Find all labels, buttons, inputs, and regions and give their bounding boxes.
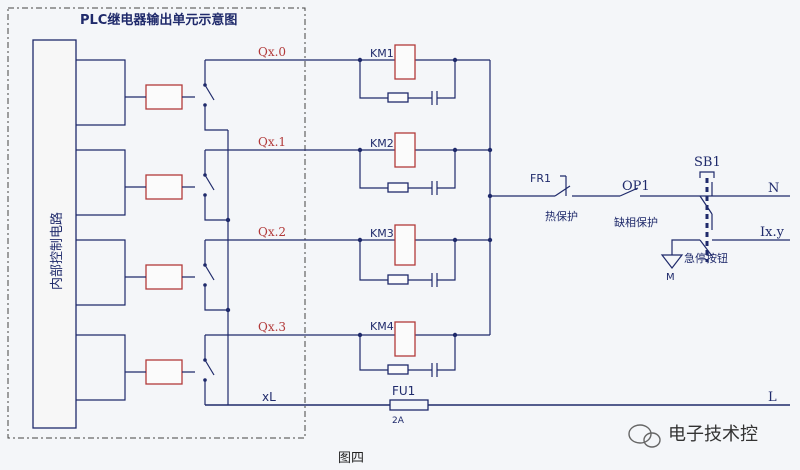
terminal-label-2: Qx.2 (258, 225, 286, 239)
common-terminal-label: xL (262, 390, 276, 404)
phase-loss-name: OP1 (622, 179, 650, 194)
thermal-label: 热保护 (545, 209, 578, 223)
contactor-label-km3: KM3 (370, 227, 394, 240)
line-n-label: N (768, 181, 779, 196)
line-l-label: L (768, 390, 777, 405)
terminal-label-1: Qx.1 (258, 135, 286, 149)
phase-loss-label: 缺相保护 (614, 215, 658, 229)
watermark-logo (628, 424, 661, 448)
fuse-name: FU1 (392, 384, 415, 398)
contactor-km4 (357, 321, 490, 377)
internal-circuit-label: 内部控制电路 (49, 212, 65, 290)
contactor-label-km2: KM2 (370, 137, 394, 150)
terminal-label-0: Qx.0 (258, 45, 286, 59)
internal-control-box (32, 39, 77, 429)
contactor-km3 (357, 224, 490, 287)
channel-2 (76, 239, 305, 311)
contactor-label-km1: KM1 (370, 47, 394, 60)
diagram-title: PLC继电器输出单元示意图 (80, 12, 237, 28)
watermark-text: 电子技术控 (668, 424, 758, 445)
contactor-label-km4: KM4 (370, 320, 394, 333)
channel-3 (76, 334, 305, 405)
figure-caption: 图四 (338, 451, 364, 466)
contactor-km1 (357, 44, 490, 105)
relay-coil-0 (145, 84, 183, 110)
line-ixy-label: Ix.y (760, 225, 785, 240)
channel-1 (76, 149, 305, 221)
thermal-name: FR1 (530, 172, 551, 185)
thermal-protector-symbol (554, 175, 571, 197)
emergency-stop-symbol (699, 171, 790, 262)
channel-0 (76, 59, 305, 131)
estop-name: SB1 (694, 155, 721, 170)
motor-ground-symbol (660, 239, 700, 269)
contactor-km2 (357, 132, 490, 195)
phase-loss-symbol (619, 187, 639, 197)
motor-label: M (666, 272, 675, 283)
estop-label: 急停按钮 (684, 251, 728, 265)
terminal-label-3: Qx.3 (258, 320, 286, 334)
fuse-rating: 2A (392, 416, 405, 426)
fuse-symbol (389, 399, 429, 411)
